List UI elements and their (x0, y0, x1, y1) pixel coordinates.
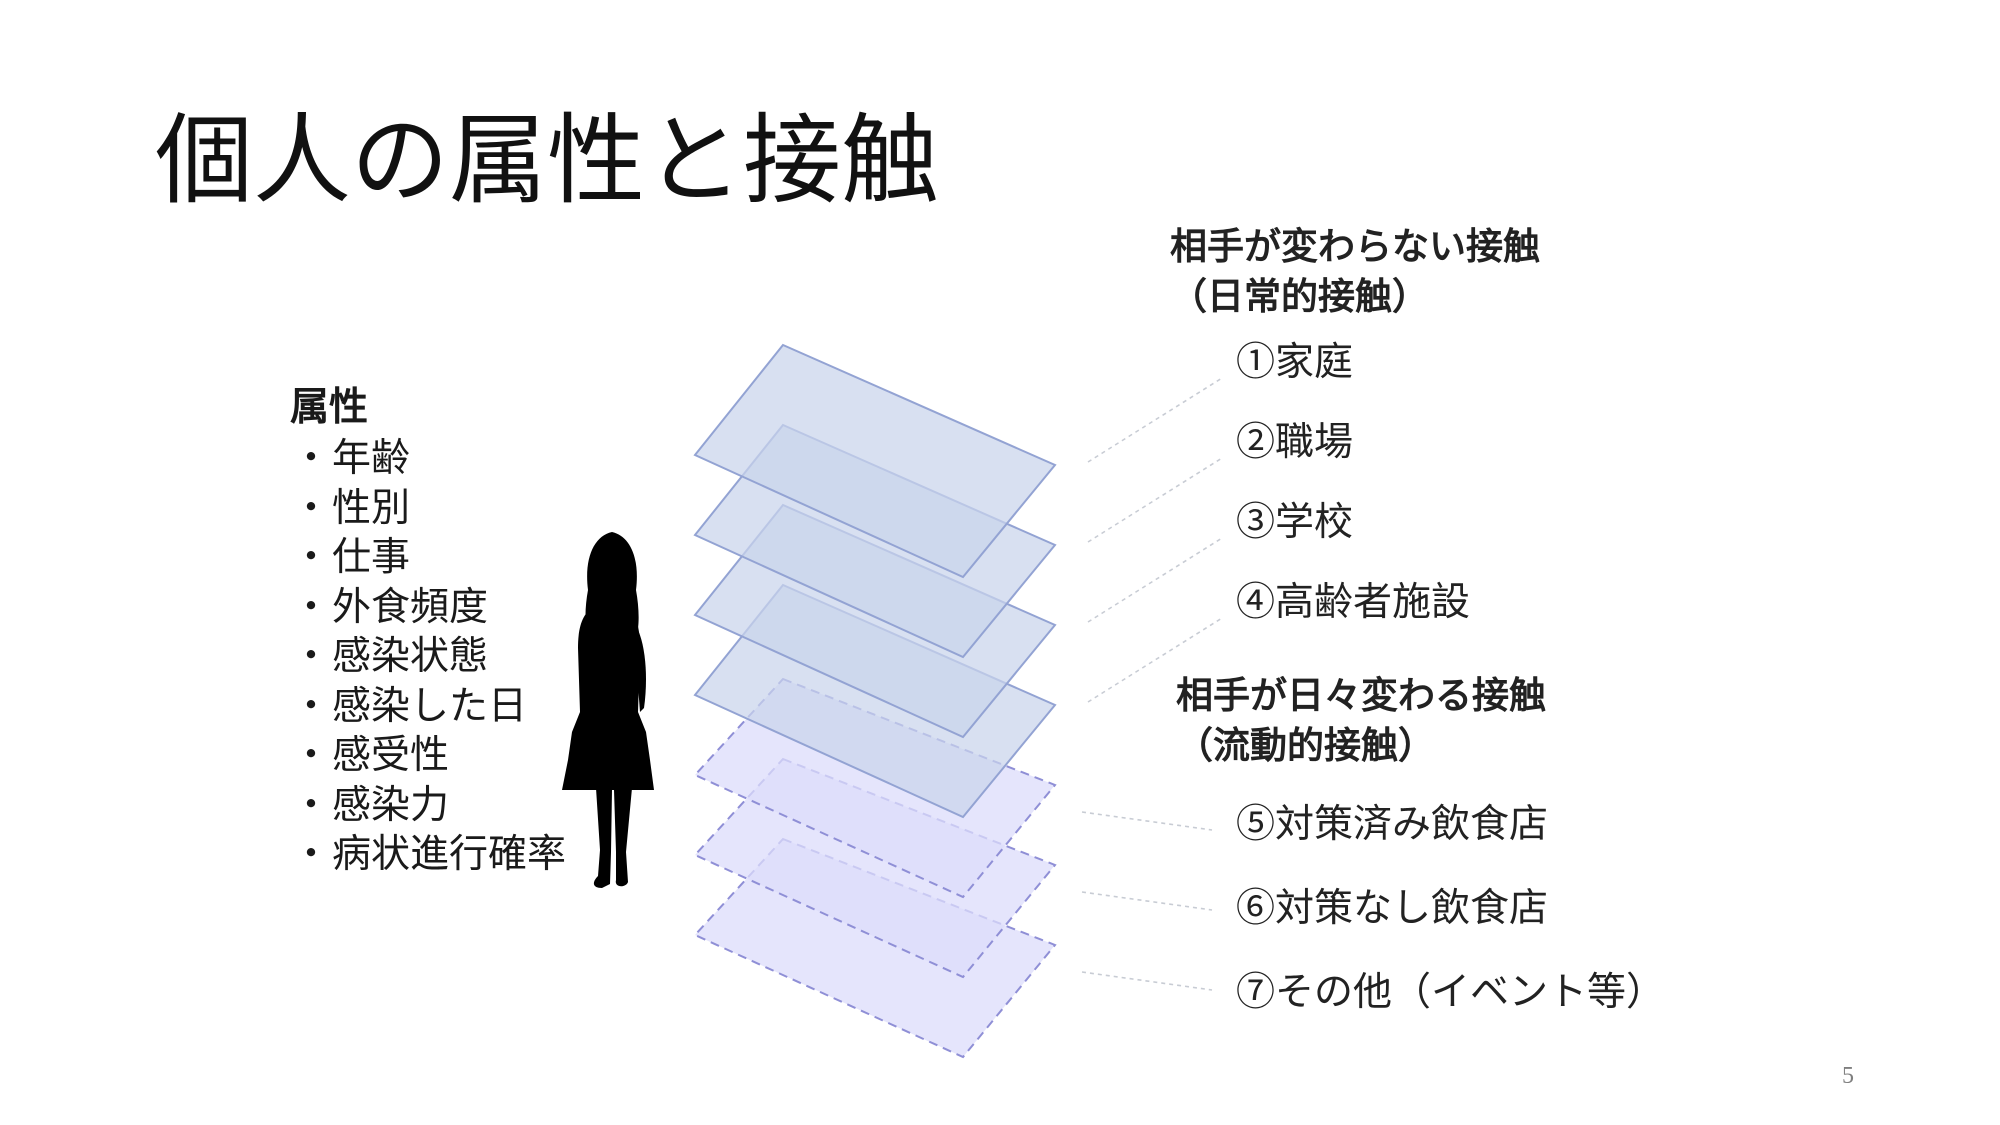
bullet: ・ (291, 683, 331, 729)
bullet: ・ (291, 535, 331, 580)
silhouette-right-arm (636, 630, 646, 712)
bullet: ・ (291, 584, 331, 630)
attribute-item: ・感受性 (290, 731, 566, 781)
leader-line-home (1087, 377, 1223, 463)
attribute-list-block: 属性 ・年齢 ・性別 ・仕事 ・外食頻度 ・感染状態 ・感染した日 ・感受性 ・… (290, 382, 566, 880)
page-title: 個人の属性と接触 (155, 104, 940, 218)
silhouette-legs (593, 788, 632, 888)
attribute-item: ・病状進行確率 (290, 830, 566, 880)
fixed-contacts-heading-line2: （日常的接触） (1170, 275, 1429, 318)
leader-line-restaurant-no-measures (1081, 891, 1213, 911)
bullet: ・ (291, 832, 331, 877)
attribute-label: 感受性 (332, 733, 450, 778)
fluid-contacts-heading-line2: （流動的接触） (1176, 724, 1435, 767)
contact-label-restaurant-no-measures: ⑥対策なし飲食店 (1236, 886, 1549, 931)
attribute-item: ・仕事 (290, 533, 566, 583)
bullet: ・ (291, 485, 331, 531)
leader-line-school (1087, 537, 1223, 623)
attribute-label: 外食頻度 (332, 584, 489, 630)
attribute-heading: 属性 (290, 385, 369, 430)
attribute-item: ・感染状態 (290, 632, 566, 682)
attribute-list: ・年齢 ・性別 ・仕事 ・外食頻度 ・感染状態 ・感染した日 ・感受性 ・感染力… (290, 434, 566, 880)
contact-label-restaurant-measures: ⑤対策済み飲食店 (1236, 802, 1549, 847)
leader-lines (1081, 377, 1223, 991)
contact-label-other-events: ⑦その他（イベント等） (1236, 970, 1666, 1015)
leader-line-other-events (1081, 971, 1213, 991)
attribute-label: 感染力 (332, 782, 450, 828)
attribute-item: ・感染力 (290, 781, 566, 831)
leader-line-restaurant-measures (1081, 811, 1213, 831)
fixed-contacts-heading: 相手が変わらない接触 （日常的接触） (1170, 222, 1540, 322)
layer-home (693, 343, 1057, 579)
person-silhouette-icon (562, 532, 654, 888)
fixed-contacts-heading-line1: 相手が変わらない接触 (1170, 225, 1540, 268)
contact-label-workplace: ②職場 (1236, 420, 1354, 465)
contact-label-school: ③学校 (1236, 500, 1354, 545)
bullet: ・ (291, 634, 331, 679)
attribute-label: 感染した日 (332, 683, 528, 729)
attribute-label: 病状進行確率 (332, 832, 567, 877)
contact-label-home: ①家庭 (1236, 340, 1354, 385)
attribute-item: ・年齢 (290, 434, 566, 484)
bullet: ・ (291, 782, 331, 828)
silhouette-body (562, 606, 654, 790)
page-number: 5 (1842, 1063, 1854, 1089)
contact-layers (693, 343, 1057, 1059)
leader-line-elderly-facility (1087, 617, 1223, 703)
fluid-contacts-heading: 相手が日々変わる接触 （流動的接触） (1176, 671, 1546, 771)
attribute-label: 性別 (332, 485, 411, 531)
fluid-contacts-heading-line1: 相手が日々変わる接触 (1176, 674, 1546, 717)
attribute-item: ・外食頻度 (290, 583, 566, 633)
attribute-item: ・性別 (290, 484, 566, 534)
bullet: ・ (291, 733, 331, 778)
leader-line-workplace (1087, 457, 1223, 543)
contact-label-elderly-facility: ④高齢者施設 (1236, 580, 1471, 625)
attribute-label: 仕事 (332, 535, 411, 580)
attribute-item: ・感染した日 (290, 682, 566, 732)
bullet: ・ (291, 436, 331, 481)
attribute-label: 年齢 (332, 436, 411, 481)
attribute-label: 感染状態 (332, 634, 489, 679)
